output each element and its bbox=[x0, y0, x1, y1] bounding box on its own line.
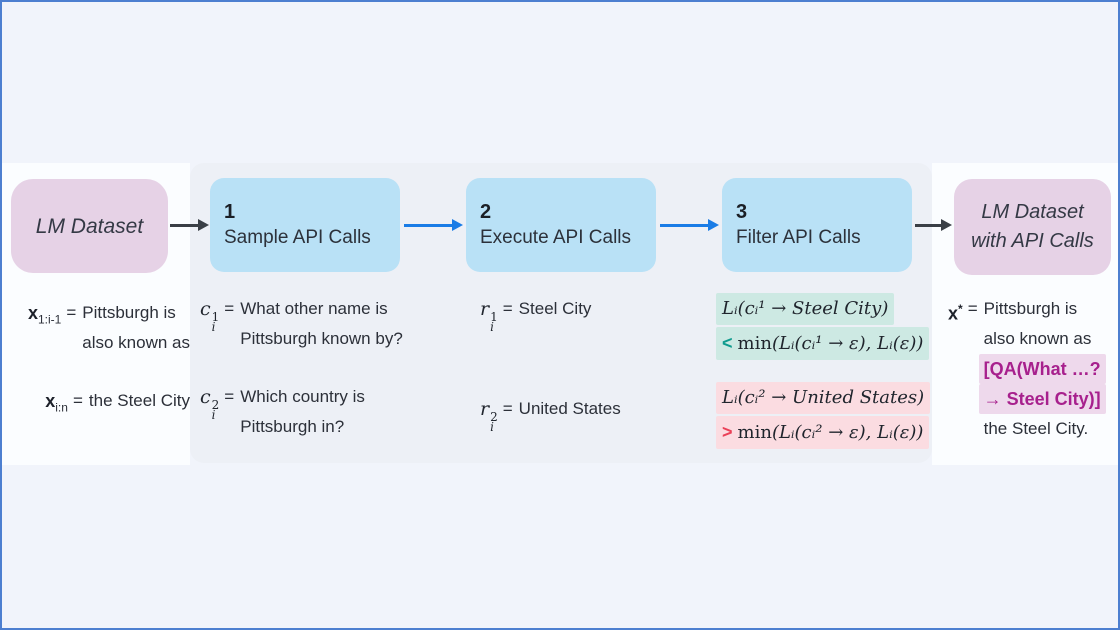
var-c2-subscript: i bbox=[211, 408, 216, 422]
equals-sign: = bbox=[72, 391, 83, 410]
step-3-box: 3 Filter API Calls bbox=[722, 178, 912, 272]
min-function: min bbox=[737, 422, 772, 443]
step-2-box: 2 Execute API Calls bbox=[466, 178, 656, 272]
equals-sign: = bbox=[224, 299, 235, 318]
sampled-call-1-line2: Pittsburgh known by? bbox=[240, 329, 403, 348]
step-1-label: Sample API Calls bbox=[224, 227, 371, 248]
var-r1: r bbox=[480, 298, 490, 320]
equals-sign: = bbox=[967, 299, 978, 318]
step-1-number: 1 bbox=[224, 201, 236, 223]
less-than-sign: < bbox=[722, 333, 733, 353]
var-c1-subscript: i bbox=[211, 320, 216, 334]
sampled-call-2-line1: Which country is bbox=[240, 387, 365, 406]
lm-dataset-with-api-calls-box: LM Dataset with API Calls bbox=[954, 179, 1111, 275]
var-c2-superscript: 2 bbox=[211, 398, 220, 412]
inserted-api-call-line2: → Steel City)] bbox=[978, 384, 1106, 414]
suffix-text-entry: xi:n = the Steel City bbox=[6, 386, 190, 422]
step-2-label: Execute API Calls bbox=[480, 227, 632, 248]
output-box-line2: with API Calls bbox=[971, 230, 1094, 252]
dataset-example-text: x1:i-1 = Pittsburgh is also known as xi:… bbox=[6, 298, 190, 422]
discarded-comparison-line: >min(Lᵢ(cᵢ² → ε), Lᵢ(ε)) bbox=[716, 416, 930, 449]
var-r2-subscript: i bbox=[490, 420, 494, 434]
arrow-right-icon bbox=[915, 219, 952, 231]
filter-results-text: Lᵢ(cᵢ¹ → Steel City) <min(Lᵢ(cᵢ¹ → ε), L… bbox=[716, 293, 936, 451]
arrow-right-icon bbox=[170, 219, 209, 231]
discarded-loss-line: Lᵢ(cᵢ² → United States) bbox=[716, 382, 931, 414]
var-r2: r bbox=[480, 398, 490, 420]
augmented-text-block: x* = Pittsburgh is also known as [QA(Wha… bbox=[948, 294, 1118, 444]
var-c2: c bbox=[200, 386, 211, 408]
discarded-comparison-rest: (Lᵢ(cᵢ² → ε), Lᵢ(ε)) bbox=[771, 422, 924, 443]
arrow-right-icon bbox=[660, 219, 719, 231]
augmented-line2: also known as bbox=[983, 329, 1092, 348]
prefix-line2: also known as bbox=[82, 333, 190, 352]
var-x-suffix: x bbox=[45, 391, 56, 411]
augmented-line3: the Steel City. bbox=[983, 419, 1089, 438]
arrow-right-icon bbox=[404, 219, 463, 231]
equals-sign: = bbox=[66, 303, 77, 322]
sampled-call-2-line2: Pittsburgh in? bbox=[240, 417, 345, 436]
kept-loss-line: Lᵢ(cᵢ¹ → Steel City) bbox=[716, 293, 895, 325]
kept-comparison-line: <min(Lᵢ(cᵢ¹ → ε), Lᵢ(ε)) bbox=[716, 327, 930, 360]
inserted-api-call-line1: [QA(What …? bbox=[978, 354, 1106, 384]
var-c1: c bbox=[200, 298, 211, 320]
api-result-1-text: Steel City bbox=[518, 299, 592, 318]
equals-sign: = bbox=[224, 387, 235, 406]
step-2-number: 2 bbox=[480, 201, 492, 223]
var-r1-subscript: i bbox=[490, 320, 494, 334]
api-result-2-text: United States bbox=[518, 399, 621, 418]
kept-comparison-rest: (Lᵢ(cᵢ¹ → ε), Lᵢ(ε)) bbox=[771, 333, 924, 354]
filter-kept-block: Lᵢ(cᵢ¹ → Steel City) <min(Lᵢ(cᵢ¹ → ε), L… bbox=[716, 293, 936, 360]
lm-dataset-label: LM Dataset bbox=[35, 214, 144, 238]
equals-sign: = bbox=[502, 399, 513, 418]
prefix-line1: Pittsburgh is bbox=[82, 303, 176, 322]
step-3-number: 3 bbox=[736, 201, 748, 223]
var-r2-superscript: 2 bbox=[490, 410, 498, 424]
var-r1-superscript: 1 bbox=[490, 310, 498, 324]
step-1-box: 1 Sample API Calls bbox=[210, 178, 400, 272]
var-x-star-superscript: * bbox=[958, 302, 963, 316]
equals-sign: = bbox=[502, 299, 513, 318]
step-3-label: Filter API Calls bbox=[736, 227, 861, 248]
var-x-prefix-subscript: 1:i-1 bbox=[37, 312, 62, 327]
prefix-text-entry: x1:i-1 = Pittsburgh is also known as bbox=[6, 298, 190, 358]
var-x-suffix-subscript: i:n bbox=[55, 400, 68, 415]
filter-discarded-block: Lᵢ(cᵢ² → United States) >min(Lᵢ(cᵢ² → ε)… bbox=[716, 382, 936, 449]
augmented-line1: Pittsburgh is bbox=[983, 299, 1078, 318]
var-x-star: x bbox=[948, 303, 959, 324]
var-x-prefix: x bbox=[27, 303, 38, 323]
lm-dataset-box: LM Dataset bbox=[11, 179, 168, 273]
sampled-call-1-line1: What other name is bbox=[240, 299, 388, 318]
output-box-line1: LM Dataset bbox=[981, 201, 1084, 223]
min-function: min bbox=[737, 333, 772, 354]
greater-than-sign: > bbox=[722, 422, 733, 442]
var-c1-superscript: 1 bbox=[211, 310, 220, 324]
suffix-text: the Steel City bbox=[88, 391, 190, 410]
